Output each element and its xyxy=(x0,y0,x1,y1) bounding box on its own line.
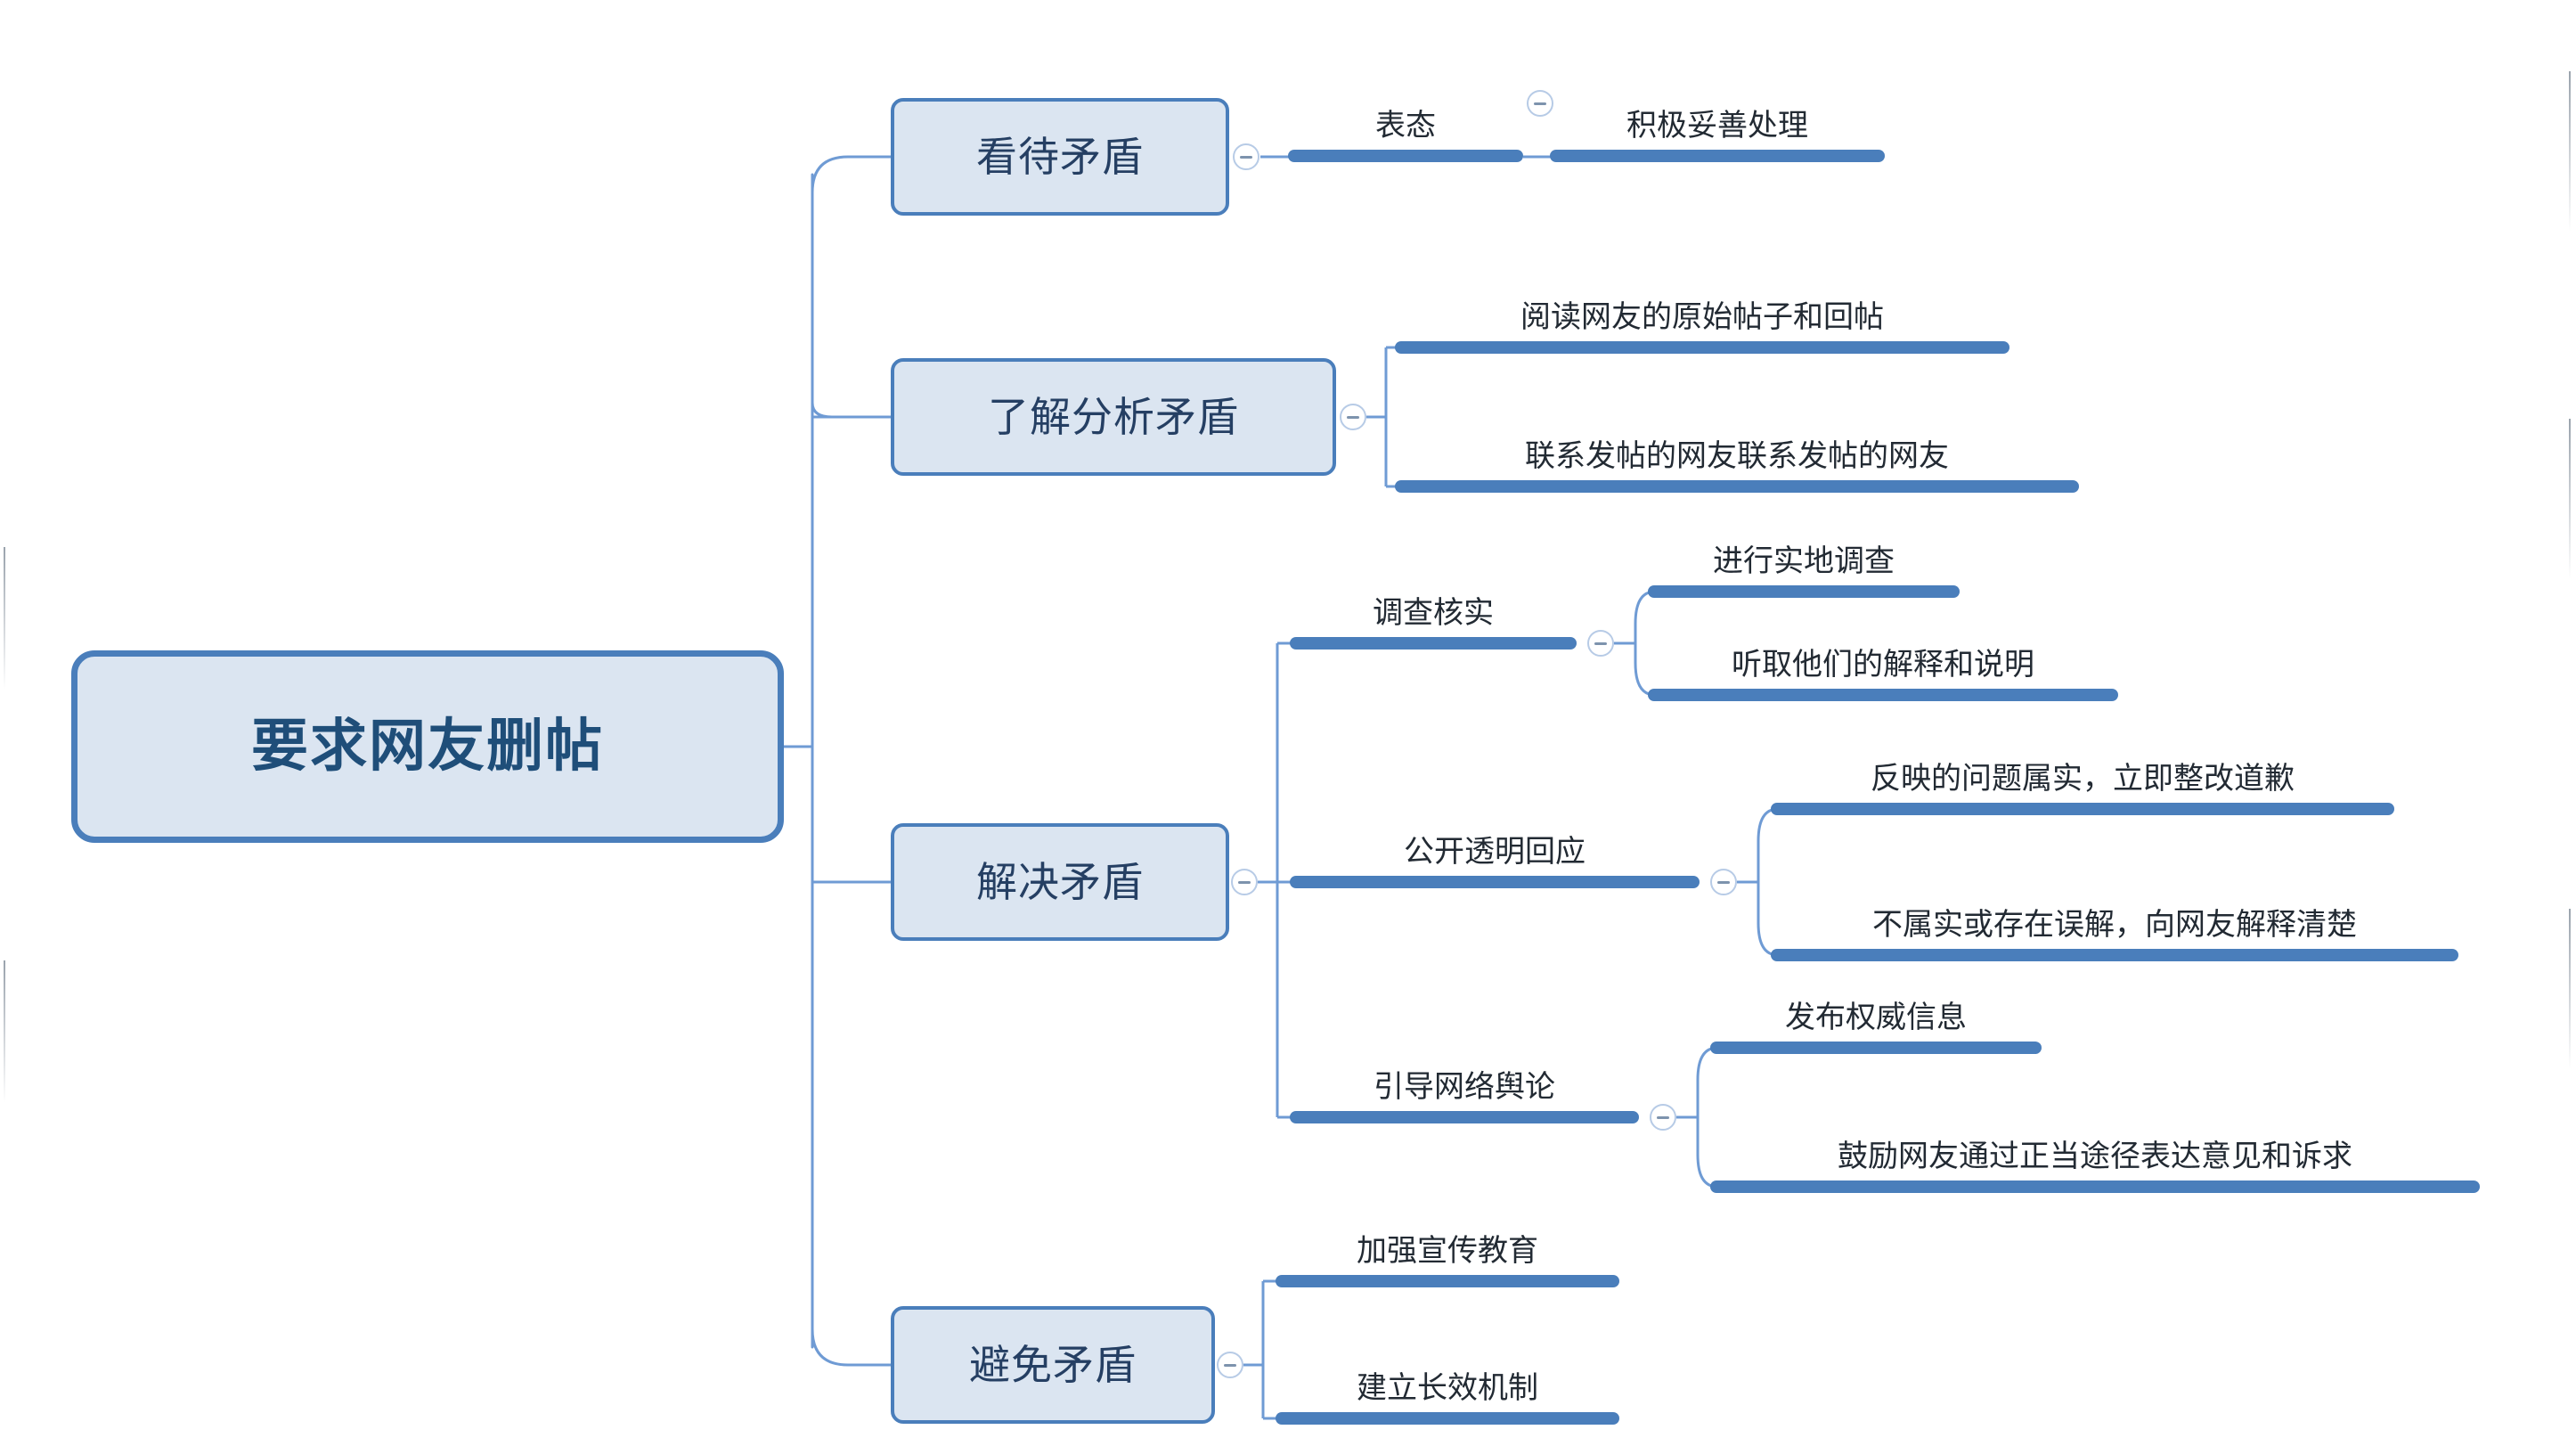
branch-label: 解决矛盾 xyxy=(976,858,1144,906)
collapse-toggle-topic-3-2[interactable] xyxy=(1710,869,1737,895)
branch-label: 看待矛盾 xyxy=(976,133,1144,181)
topic-label: 公开透明回应 xyxy=(1404,834,1586,870)
topic-jiji-tuoshan-chuli[interactable]: 积极妥善处理 xyxy=(1550,78,1885,150)
page-edge-tick-right-top xyxy=(2569,71,2571,232)
topic-guli-zhengdang-tujing[interactable]: 鼓励网友通过正当途径表达意见和诉求 xyxy=(1710,1109,2480,1180)
topic-label: 引导网络舆论 xyxy=(1374,1069,1555,1106)
minus-circle-icon xyxy=(1534,102,1546,105)
topic-yindao-wangluo-yulun[interactable]: 引导网络舆论 xyxy=(1290,1040,1639,1111)
topic-diaocha-heshi[interactable]: 调查核实 xyxy=(1290,566,1577,637)
root-node[interactable]: 要求网友删帖 xyxy=(71,650,784,843)
topic-jiaqiang-xuanchuan-jiaoyu[interactable]: 加强宣传教育 xyxy=(1276,1204,1619,1275)
collapse-toggle-topic-3-1[interactable] xyxy=(1587,630,1614,657)
topic-bushushi-jieshi-qingchu[interactable]: 不属实或存在误解，向网友解释清楚 xyxy=(1771,878,2458,949)
page-edge-tick-right-mid xyxy=(2569,419,2571,579)
topic-jianli-changxiao-jizhi[interactable]: 建立长效机制 xyxy=(1276,1341,1619,1412)
topic-label: 表态 xyxy=(1375,108,1436,144)
topic-yuedu-yuanshi-tiezi[interactable]: 阅读网友的原始帖子和回帖 xyxy=(1395,270,2009,341)
topic-label: 积极妥善处理 xyxy=(1626,108,1808,144)
topic-label: 发布权威信息 xyxy=(1785,1000,1967,1036)
topic-label: 阅读网友的原始帖子和回帖 xyxy=(1520,299,1884,336)
topic-label: 鼓励网友通过正当途径表达意见和诉求 xyxy=(1838,1139,2352,1175)
minus-circle-icon xyxy=(1594,641,1607,645)
topic-label: 联系发帖的网友联系发帖的网友 xyxy=(1525,438,1949,475)
page-edge-tick-left-mid xyxy=(4,960,5,1103)
topic-label: 反映的问题属实，立即整改道歉 xyxy=(1871,761,2295,797)
collapse-toggle-branch-3[interactable] xyxy=(1231,869,1258,895)
branch-label: 避免矛盾 xyxy=(969,1341,1137,1389)
page-edge-tick-right-low xyxy=(2569,909,2571,1069)
collapse-toggle-branch-2[interactable] xyxy=(1340,404,1366,430)
topic-label: 调查核实 xyxy=(1373,595,1494,632)
minus-circle-icon xyxy=(1657,1115,1669,1119)
branch-node-kandai-maodun[interactable]: 看待矛盾 xyxy=(891,98,1229,216)
branch-node-jiejue-maodun[interactable]: 解决矛盾 xyxy=(891,823,1229,941)
branch-label: 了解分析矛盾 xyxy=(988,393,1239,441)
collapse-toggle-branch-1[interactable] xyxy=(1233,143,1259,170)
minus-circle-icon xyxy=(1347,415,1359,419)
topic-gongkai-touming-huiying[interactable]: 公开透明回应 xyxy=(1290,805,1700,876)
topic-tingqu-jieshi-shuoming[interactable]: 听取他们的解释和说明 xyxy=(1648,617,2118,689)
page-edge-tick-left-top xyxy=(4,547,5,690)
topic-label: 加强宣传教育 xyxy=(1357,1233,1538,1270)
minus-circle-icon xyxy=(1717,880,1730,884)
collapse-toggle-topic-3-3[interactable] xyxy=(1650,1104,1676,1131)
topic-lianxi-fatie-wangyou[interactable]: 联系发帖的网友联系发帖的网友 xyxy=(1395,409,2079,480)
minus-circle-icon xyxy=(1238,880,1251,884)
collapse-toggle-topic-1-1[interactable] xyxy=(1527,90,1553,117)
minus-circle-icon xyxy=(1224,1363,1236,1367)
topic-label: 不属实或存在误解，向网友解释清楚 xyxy=(1872,907,2357,944)
topic-biaotai[interactable]: 表态 xyxy=(1288,78,1523,150)
root-label: 要求网友删帖 xyxy=(251,714,604,780)
minus-circle-icon xyxy=(1240,155,1252,159)
topic-label: 进行实地调查 xyxy=(1713,543,1895,580)
branch-node-bimian-maodun[interactable]: 避免矛盾 xyxy=(891,1306,1215,1424)
topic-label: 建立长效机制 xyxy=(1357,1370,1538,1407)
topic-jinxing-shidi-diaocha[interactable]: 进行实地调查 xyxy=(1648,514,1960,585)
topic-wenti-shushi-zhenggai[interactable]: 反映的问题属实，立即整改道歉 xyxy=(1771,731,2394,803)
collapse-toggle-branch-4[interactable] xyxy=(1217,1352,1243,1378)
topic-fabu-quanwei-xinxi[interactable]: 发布权威信息 xyxy=(1710,970,2042,1042)
topic-label: 听取他们的解释和说明 xyxy=(1732,647,2034,683)
branch-node-liaojie-fenxi-maodun[interactable]: 了解分析矛盾 xyxy=(891,358,1336,476)
